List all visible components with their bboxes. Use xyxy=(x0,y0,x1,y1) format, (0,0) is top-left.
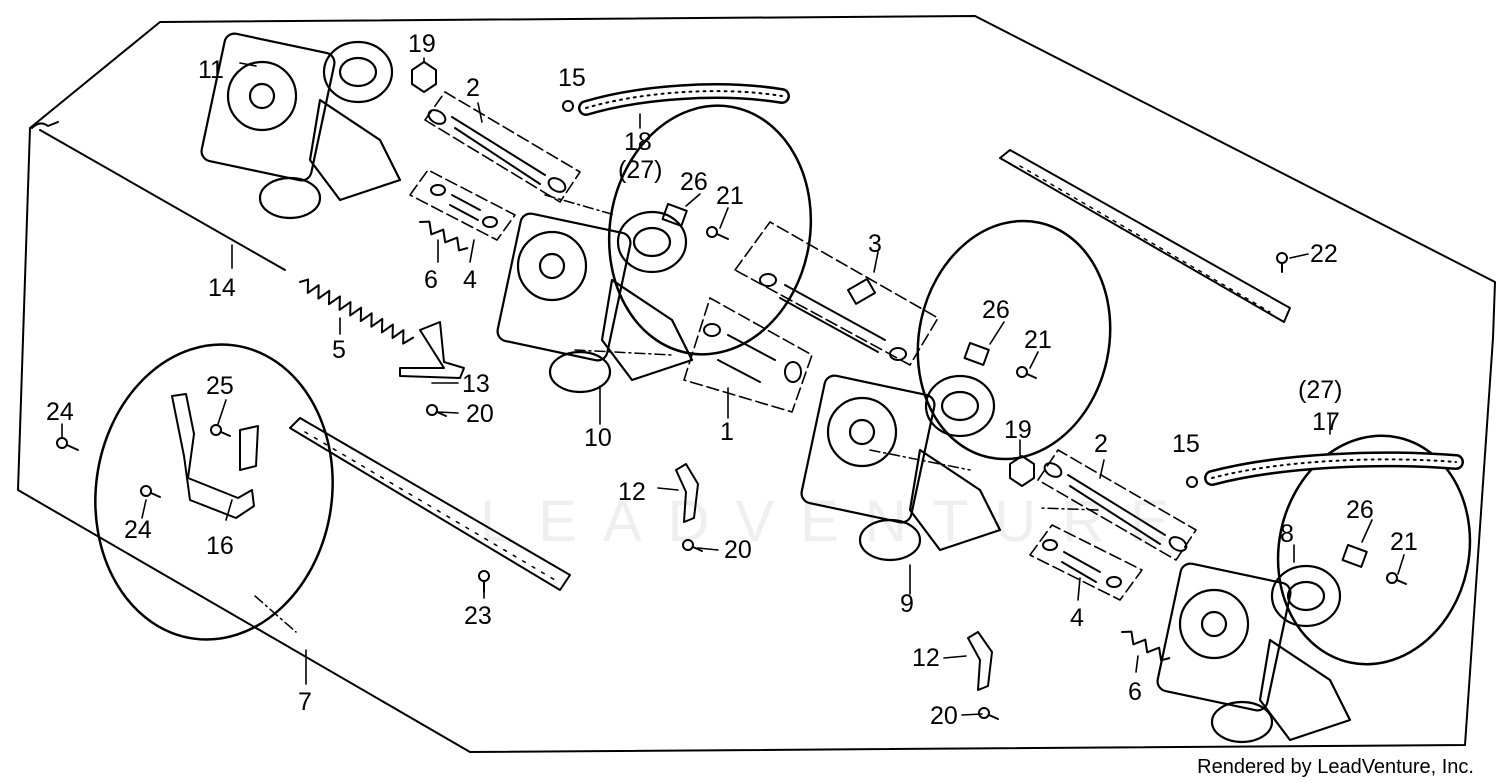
callout-10[interactable]: 10 xyxy=(584,424,612,452)
tee-joint-4a xyxy=(430,184,498,228)
callout-19-upper[interactable]: 19 xyxy=(408,30,436,58)
carburetor-8 xyxy=(1156,562,1352,744)
callout-13[interactable]: 13 xyxy=(462,370,490,398)
callout-22[interactable]: 22 xyxy=(1310,240,1338,268)
lever-16 xyxy=(171,393,255,519)
callout-19-lower[interactable]: 19 xyxy=(1004,416,1032,444)
bracket-12a xyxy=(675,463,699,523)
callout-11[interactable]: 11 xyxy=(198,56,224,84)
callout-4-lower[interactable]: 4 xyxy=(1070,604,1084,632)
nut-19a xyxy=(411,61,437,93)
callout-21-c[interactable]: 21 xyxy=(1390,528,1418,556)
callout-4-upper[interactable]: 4 xyxy=(463,266,477,294)
callout-5[interactable]: 5 xyxy=(332,336,346,364)
callout-2-lower[interactable]: 2 xyxy=(1094,430,1108,458)
callout-24-lower[interactable]: 24 xyxy=(124,516,152,544)
callout-1[interactable]: 1 xyxy=(720,418,734,446)
leader-lines xyxy=(254,194,1099,633)
holder-26a xyxy=(661,202,688,227)
callout-26-a[interactable]: 26 xyxy=(680,168,708,196)
link-rod-14 xyxy=(39,129,286,271)
joint-pipe-2b xyxy=(1043,462,1188,552)
carburetor-9 xyxy=(800,374,1002,562)
carburetor-10 xyxy=(496,210,694,394)
callout-23[interactable]: 23 xyxy=(464,602,492,630)
callout-20-b[interactable]: 20 xyxy=(724,536,752,564)
callout-27-a[interactable]: (27) xyxy=(618,156,663,184)
bracket-13 xyxy=(399,321,465,379)
bracket-12b xyxy=(967,631,993,691)
holder-26b xyxy=(963,342,990,366)
spring-6a xyxy=(419,220,469,252)
holder-26c xyxy=(1341,544,1368,568)
clip-15b xyxy=(1186,476,1198,488)
tee-joint-3 xyxy=(759,273,907,361)
callout-14[interactable]: 14 xyxy=(208,274,236,302)
callout-2-upper[interactable]: 2 xyxy=(466,74,480,102)
clip-15a xyxy=(562,100,574,112)
callout-21-b[interactable]: 21 xyxy=(1024,326,1052,354)
callout-leaders xyxy=(61,57,1405,716)
callout-18[interactable]: 18 xyxy=(624,128,652,156)
nut-19b xyxy=(1009,455,1035,487)
carburetor-11 xyxy=(200,32,402,220)
callout-6-lower[interactable]: 6 xyxy=(1128,678,1142,706)
callout-15-lower[interactable]: 15 xyxy=(1172,430,1200,458)
plate-7 xyxy=(289,417,571,591)
callout-26-b[interactable]: 26 xyxy=(982,296,1010,324)
watermark: LEADVENTURE xyxy=(480,489,1195,554)
callout-16[interactable]: 16 xyxy=(206,532,234,560)
callout-7[interactable]: 7 xyxy=(298,688,312,716)
tee-joint-1 xyxy=(703,323,802,383)
callout-12-upper[interactable]: 12 xyxy=(618,478,646,506)
callout-15-upper[interactable]: 15 xyxy=(558,64,586,92)
joint-pipe-2a xyxy=(427,109,567,193)
render-credit: Rendered by LeadVenture, Inc. xyxy=(1197,756,1474,778)
callout-8[interactable]: 8 xyxy=(1280,520,1294,548)
callout-24-upper[interactable]: 24 xyxy=(46,398,74,426)
callout-21-a[interactable]: 21 xyxy=(716,182,744,210)
screws xyxy=(56,226,1407,720)
tee-joint-4b xyxy=(1042,539,1122,588)
detail-circles xyxy=(94,104,1472,666)
plate-22 xyxy=(999,149,1291,323)
callout-12-lower[interactable]: 12 xyxy=(912,644,940,672)
spring-6b xyxy=(1121,630,1171,662)
callout-9[interactable]: 9 xyxy=(900,590,914,618)
callout-17[interactable]: 17 xyxy=(1312,408,1340,436)
callout-20-c[interactable]: 20 xyxy=(930,702,958,730)
callout-20-a[interactable]: 20 xyxy=(466,400,494,428)
part-group-boxes xyxy=(409,91,1197,601)
callout-27-b[interactable]: (27) xyxy=(1298,376,1343,404)
callout-25[interactable]: 25 xyxy=(206,372,234,400)
spring-5 xyxy=(299,278,415,345)
callout-6-upper[interactable]: 6 xyxy=(424,266,438,294)
callout-3[interactable]: 3 xyxy=(868,230,882,258)
assembly-boundary xyxy=(17,15,1496,753)
callout-26-c[interactable]: 26 xyxy=(1346,496,1374,524)
